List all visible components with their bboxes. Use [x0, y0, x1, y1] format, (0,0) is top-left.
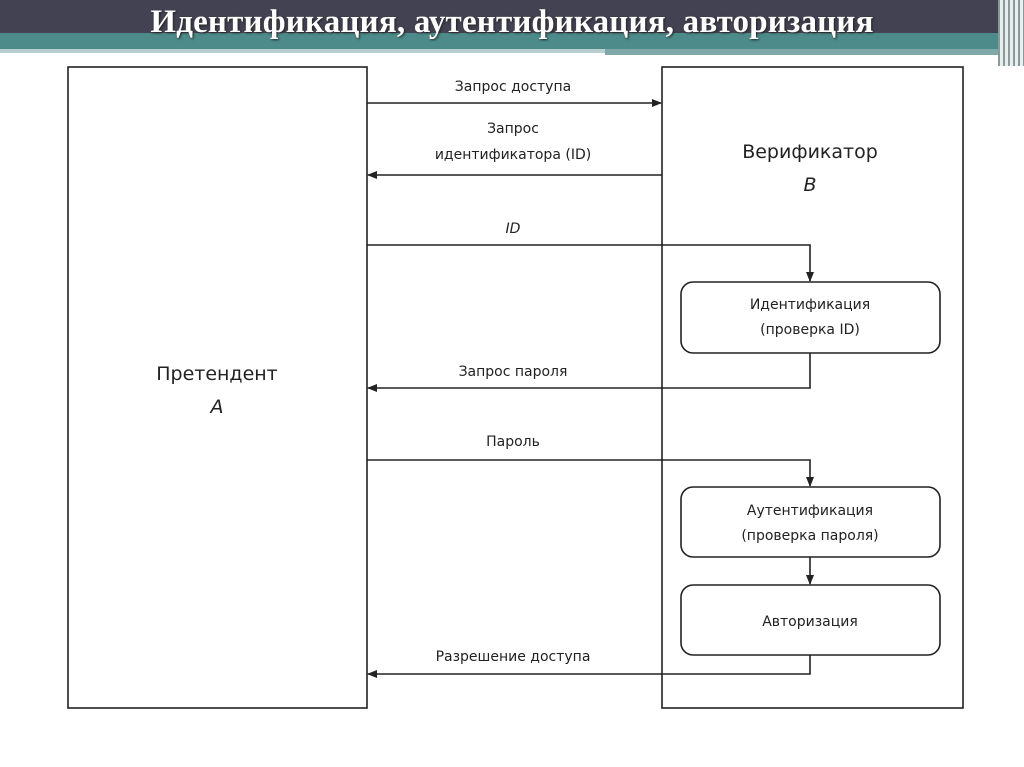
identification-box: [680, 281, 941, 354]
label-access-grant: Разрешение доступа: [436, 649, 591, 665]
identification-title: Идентификация: [750, 297, 870, 313]
authentication-subtitle: (проверка пароля): [741, 528, 878, 544]
arrow-password: [367, 459, 814, 487]
label-password-request: Запрос пароля: [459, 364, 568, 380]
identification-subtitle: (проверка ID): [760, 322, 860, 338]
verifier-name: Верификатор: [742, 141, 878, 163]
arrow-access-grant: [367, 655, 811, 678]
label-id-request-1: Запрос: [487, 121, 539, 137]
authorization-title: Авторизация: [762, 614, 858, 630]
label-id: ID: [506, 221, 521, 237]
header-accent-light: [0, 49, 605, 53]
authentication-title: Аутентификация: [747, 503, 873, 519]
header-accent: [0, 33, 1000, 49]
authentication-box: [680, 486, 941, 558]
claimant-name: Претендент: [156, 363, 278, 385]
claimant-box: [67, 66, 368, 709]
label-password: Пароль: [486, 434, 540, 450]
slide-title: Идентификация, аутентификация, авторизац…: [150, 4, 874, 40]
label-id-request-2: идентификатора (ID): [435, 147, 591, 163]
claimant-letter: A: [209, 396, 224, 418]
decorative-stripes: [998, 0, 1024, 66]
label-access-request: Запрос доступа: [455, 79, 571, 95]
arrow-password-request: [367, 353, 811, 392]
arrow-id: [367, 244, 814, 282]
header-band: [0, 0, 1000, 33]
verifier-letter: B: [803, 174, 816, 196]
header-accent-secondary: [605, 49, 1000, 55]
